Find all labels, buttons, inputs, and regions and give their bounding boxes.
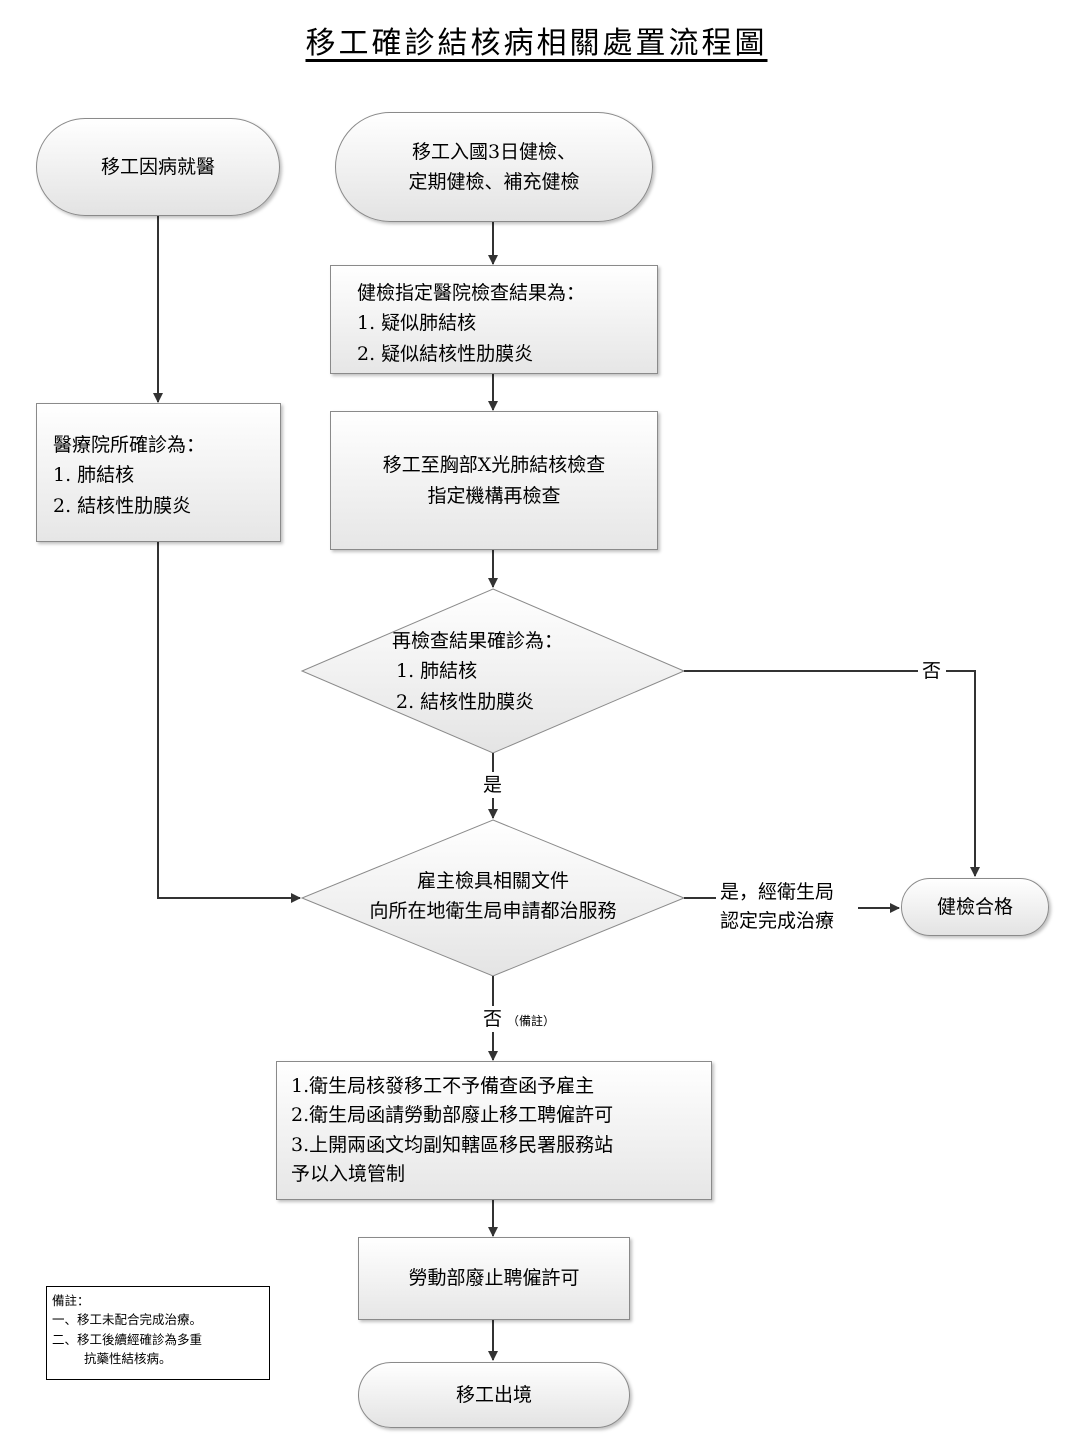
arrow-diag-to-decision2 <box>157 542 301 903</box>
action-item-4: 予以入境管制 <box>291 1163 406 1186</box>
decision1-item-1: 1. 肺結核 <box>396 660 478 683</box>
page-title: 移工確診結核病相關處置流程圖 <box>305 26 768 61</box>
decision1-heading: 再檢查結果確診為： <box>392 630 564 652</box>
decision1-item-2: 2. 結核性肋膜炎 <box>396 690 535 713</box>
end-terminal: 移工出境 <box>358 1362 630 1428</box>
decision2-yes-line-1: 是，經衛生局 <box>720 881 835 903</box>
xray-line-2: 指定機構再檢查 <box>427 484 561 507</box>
start-main-terminal: 移工入國3日健檢、 定期健檢、補充健檢 <box>335 112 653 222</box>
arrow-decision1-no-to-pass <box>946 670 980 877</box>
action-item-2: 2.衛生局函請勞動部廢止移工聘僱許可 <box>291 1104 614 1127</box>
start-main-line-2: 定期健檢、補充健檢 <box>408 171 580 193</box>
decision2-text: 雇主檢具相關文件 向所在地衛生局申請都治服務 <box>333 866 653 927</box>
hospital-diagnosis-item-1: 1. 肺結核 <box>53 464 135 487</box>
start-left-text: 移工因病就醫 <box>100 155 215 178</box>
decision2-yes-label: 是，經衛生局 認定完成治療 <box>720 878 834 937</box>
decision2-no-note-ref: （備註） <box>507 1014 556 1028</box>
hospital-diagnosis-heading: 醫療院所確診為： <box>53 434 206 456</box>
decision2-line-2: 向所在地衛生局申請都治服務 <box>369 900 617 923</box>
check-result-item-2: 2. 疑似結核性肋膜炎 <box>357 342 534 365</box>
decision1-yes-label: 是 <box>483 774 503 796</box>
pass-text: 健檢合格 <box>936 895 1013 918</box>
decision1-text: 再檢查結果確診為： 1. 肺結核 2. 結核性肋膜炎 <box>392 626 563 717</box>
decision1-no-label: 否 <box>922 660 942 682</box>
revoke-text: 勞動部廢止聘僱許可 <box>408 1267 580 1290</box>
remarks-line-1: 一、移工未配合完成治療。 <box>52 1312 203 1328</box>
xray-line-1: 移工至胸部X光肺結核檢查 <box>382 454 606 477</box>
action-item-1: 1.衛生局核發移工不予備查函予雇主 <box>291 1075 595 1097</box>
xray-recheck-box: 移工至胸部X光肺結核檢查 指定機構再檢查 <box>330 411 658 550</box>
check-result-heading: 健檢指定醫院檢查結果為： <box>357 282 586 304</box>
decision2-no-label: 否 <box>483 1008 503 1030</box>
decision2-line-1: 雇主檢具相關文件 <box>416 870 569 892</box>
remarks-heading: 備註： <box>52 1293 90 1308</box>
start-main-line-1: 移工入國3日健檢、 <box>411 140 577 163</box>
check-result-item-1: 1. 疑似肺結核 <box>357 312 477 335</box>
check-result-box: 健檢指定醫院檢查結果為： 1. 疑似肺結核 2. 疑似結核性肋膜炎 <box>330 265 658 374</box>
hospital-diagnosis-box: 醫療院所確診為： 1. 肺結核 2. 結核性肋膜炎 <box>36 403 281 542</box>
revoke-permit-box: 勞動部廢止聘僱許可 <box>358 1237 630 1320</box>
action-item-3: 3.上開兩函文均副知轄區移民署服務站 <box>291 1133 614 1156</box>
remarks-line-2: 二、移工後續經確診為多重 <box>52 1331 203 1347</box>
hospital-diagnosis-item-2: 2. 結核性肋膜炎 <box>53 494 192 517</box>
actions-box: 1.衛生局核發移工不予備查函予雇主 2.衛生局函請勞動部廢止移工聘僱許可 3.上… <box>276 1061 712 1200</box>
remarks-line-3: 抗藥性結核病。 <box>84 1351 172 1367</box>
decision2-yes-line-2: 認定完成治療 <box>720 910 835 933</box>
start-left-terminal: 移工因病就醫 <box>36 118 280 216</box>
pass-terminal: 健檢合格 <box>901 878 1049 936</box>
end-text: 移工出境 <box>455 1383 532 1406</box>
remarks-box: 備註： 一、移工未配合完成治療。 二、移工後續經確診為多重 抗藥性結核病。 <box>46 1286 270 1380</box>
